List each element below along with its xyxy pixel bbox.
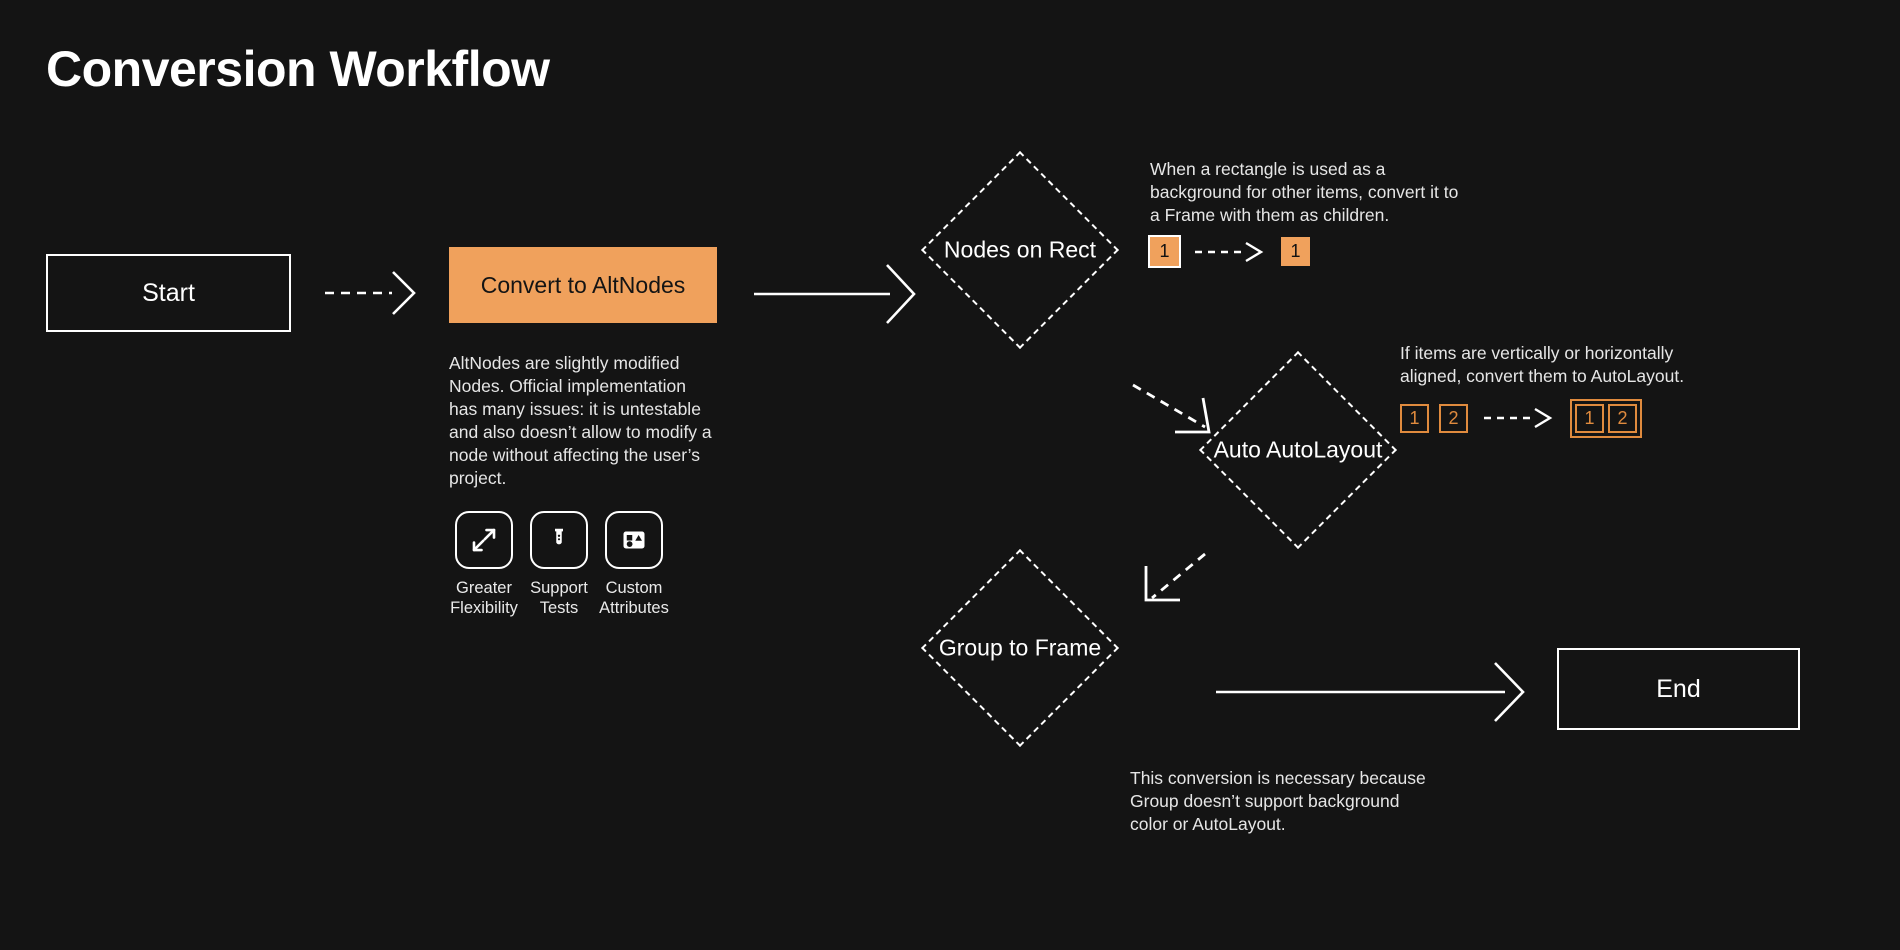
- node-nodes-on-rect[interactable]: Nodes on Rect: [921, 151, 1119, 349]
- edge-convert-to-nodes-on-rect: [754, 264, 916, 324]
- node-convert-label: Convert to AltNodes: [480, 271, 686, 298]
- node-auto-autolayout[interactable]: Auto AutoLayout: [1199, 351, 1397, 549]
- node-group-to-frame[interactable]: Group to Frame: [921, 549, 1119, 747]
- edge-auto-autolayout-to-group-to-frame: [1144, 552, 1206, 602]
- callout-group-to-frame-text: This conversion is necessary because Gro…: [1130, 768, 1426, 834]
- feature-label: Support Tests: [530, 579, 588, 618]
- node-end[interactable]: End: [1557, 648, 1800, 730]
- callout-auto-autolayout: If items are vertically or horizontally …: [1400, 342, 1720, 438]
- chip-before: 1: [1148, 235, 1181, 269]
- altnodes-description: AltNodes are slightly modified Nodes. Of…: [449, 353, 712, 489]
- callout-nodes-on-rect-text: When a rectangle is used as a background…: [1150, 159, 1459, 225]
- feature-custom-attributes: Custom Attributes: [599, 511, 669, 618]
- test-tube-icon: [530, 511, 588, 569]
- callout-auto-autolayout-text: If items are vertically or horizontally …: [1400, 343, 1685, 386]
- callout-group-to-frame: This conversion is necessary because Gro…: [1130, 767, 1430, 835]
- feature-label: Custom Attributes: [599, 579, 669, 618]
- feature-greater-flexibility: Greater Flexibility: [450, 511, 518, 618]
- node-convert-to-altnodes[interactable]: Convert to AltNodes: [449, 247, 717, 323]
- chip-after-1: 1: [1575, 403, 1604, 433]
- chip-before-2: 2: [1439, 403, 1468, 433]
- callout-nodes-on-rect-diagram: 1 1: [1148, 235, 1460, 269]
- edge-group-to-frame-to-end: [1216, 662, 1525, 722]
- mini-dashed-arrow-icon: [1195, 241, 1264, 262]
- node-auto-autolayout-label: Auto AutoLayout: [1213, 436, 1383, 463]
- callout-nodes-on-rect: When a rectangle is used as a background…: [1148, 158, 1460, 269]
- node-group-to-frame-label: Group to Frame: [938, 634, 1102, 661]
- node-start-label: Start: [142, 278, 195, 307]
- chip-autolayout-frame: 1 2: [1570, 398, 1642, 438]
- node-start[interactable]: Start: [46, 254, 291, 332]
- shapes-in-frame-icon: [605, 511, 663, 569]
- page-title: Conversion Workflow: [46, 41, 550, 97]
- feature-support-tests: Support Tests: [530, 511, 588, 618]
- chip-after: 1: [1281, 237, 1310, 267]
- callout-auto-autolayout-diagram: 1 2 1 2: [1400, 398, 1720, 438]
- altnodes-feature-list: Greater Flexibility Support Tests: [450, 511, 669, 618]
- chip-before-1: 1: [1400, 403, 1429, 433]
- node-end-label: End: [1656, 674, 1701, 703]
- mini-dashed-arrow-icon: [1484, 407, 1553, 429]
- node-nodes-on-rect-label: Nodes on Rect: [943, 236, 1097, 263]
- expand-arrows-icon: [455, 511, 513, 569]
- feature-label: Greater Flexibility: [450, 579, 518, 618]
- edge-nodes-on-rect-to-auto-autolayout: [1132, 383, 1211, 434]
- chip-after-2: 2: [1608, 403, 1637, 433]
- edge-start-to-convert: [325, 271, 416, 315]
